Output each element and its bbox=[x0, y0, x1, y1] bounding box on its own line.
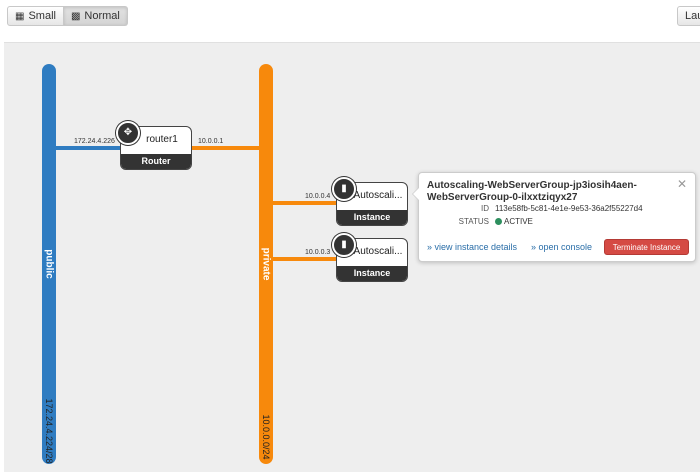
popup-id-value: 113e58fb-5c81-4e1e-9e53-36a2f55227d4 bbox=[495, 204, 643, 213]
network-public-cidr: 172.24.4.224/28 bbox=[44, 398, 54, 464]
network-public-name: public bbox=[43, 249, 55, 279]
instance-2-link bbox=[273, 257, 336, 261]
normal-view-button[interactable]: ▩ Normal bbox=[63, 6, 128, 26]
instance-2-ip: 10.0.0.3 bbox=[305, 249, 331, 256]
instance-1-name: Autoscali... bbox=[353, 190, 403, 201]
popup-status-label: STATUS bbox=[458, 217, 489, 226]
router-public-ip: 172.24.4.226 bbox=[74, 138, 115, 145]
popup-status-row: STATUS ACTIVE bbox=[419, 217, 533, 226]
instance-2-type-label: Instance bbox=[337, 266, 407, 281]
popup-status-value: ACTIVE bbox=[504, 217, 533, 226]
router-icon: ✥ bbox=[116, 121, 140, 145]
grid-small-icon: ▦ bbox=[15, 10, 25, 22]
network-private-cidr: 10.0.0.0/24 bbox=[261, 414, 271, 460]
server-icon: ▮ bbox=[332, 177, 356, 201]
view-size-toggle: ▦ Small ▩ Normal bbox=[7, 6, 128, 26]
network-public[interactable]: public 172.24.4.224/28 bbox=[42, 64, 56, 464]
server-icon: ▮ bbox=[332, 233, 356, 257]
router-private-ip: 10.0.0.1 bbox=[198, 138, 224, 145]
launch-instance-button[interactable]: Launch Instance bbox=[677, 6, 700, 26]
instance-1-ip: 10.0.0.4 bbox=[305, 193, 331, 200]
instance-1-type-label: Instance bbox=[337, 210, 407, 225]
normal-view-label: Normal bbox=[84, 10, 120, 22]
small-view-label: Small bbox=[28, 10, 56, 22]
network-private[interactable]: private 10.0.0.0/24 bbox=[259, 64, 273, 464]
router-public-link bbox=[56, 146, 120, 150]
launch-instance-label: Launch Instance bbox=[685, 10, 700, 22]
view-instance-details-link[interactable]: » view instance details bbox=[427, 242, 518, 252]
router-node[interactable]: router1 Router bbox=[120, 126, 192, 170]
grid-large-icon: ▩ bbox=[70, 10, 81, 22]
router-name: router1 bbox=[146, 134, 178, 145]
instance-1-link bbox=[273, 201, 336, 205]
popup-id-row: ID 113e58fb-5c81-4e1e-9e53-36a2f55227d4 bbox=[419, 204, 643, 213]
open-console-link[interactable]: » open console bbox=[531, 242, 593, 252]
instance-2-name: Autoscali... bbox=[353, 246, 403, 257]
close-icon[interactable]: ✕ bbox=[676, 177, 687, 191]
popup-id-label: ID bbox=[481, 204, 489, 213]
small-view-button[interactable]: ▦ Small bbox=[7, 6, 64, 26]
topology-toolbar: ▦ Small ▩ Normal Launch Instance bbox=[0, 0, 700, 42]
network-private-name: private bbox=[260, 247, 272, 281]
instance-detail-popup: Autoscaling-WebServerGroup-jp3iosih4aen-… bbox=[412, 172, 696, 262]
terminate-instance-button[interactable]: Terminate Instance bbox=[604, 239, 689, 255]
status-dot-icon bbox=[495, 218, 502, 225]
router-type-label: Router bbox=[121, 154, 191, 169]
router-private-link bbox=[192, 146, 259, 150]
popup-instance-title: Autoscaling-WebServerGroup-jp3iosih4aen-… bbox=[427, 180, 637, 203]
